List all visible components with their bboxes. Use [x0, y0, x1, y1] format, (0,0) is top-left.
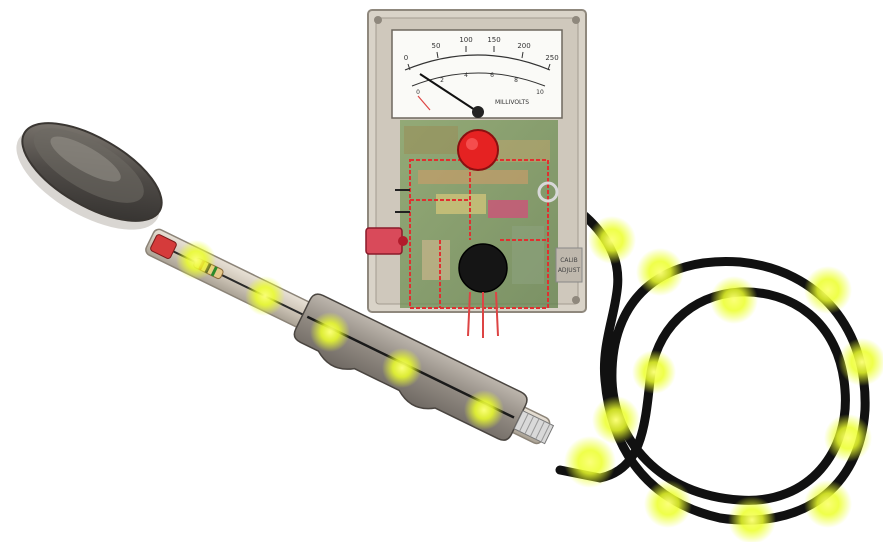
probe-connector [514, 411, 553, 444]
side-label: CALIB [560, 257, 578, 264]
scale-top-label: 200 [517, 42, 530, 50]
signal-glow [710, 276, 758, 324]
scale-bottom-label: 2 [440, 77, 444, 84]
signal-glow [804, 266, 852, 314]
signal-glow [728, 496, 776, 542]
signal-glow [310, 312, 350, 352]
scale-unit-label: MILLIVOLTS [495, 99, 529, 106]
scale-bottom-label: 8 [514, 77, 518, 84]
input-connector [366, 228, 408, 254]
signal-glow [636, 248, 684, 296]
signal-glow [464, 390, 504, 430]
side-label: ADJUST [558, 267, 581, 274]
signal-glow [176, 240, 216, 280]
signal-glow [824, 414, 872, 462]
scale-bottom-label: 0 [416, 89, 420, 96]
scale-top-label: 50 [432, 42, 441, 50]
meter-face: 0 50 100 150 200 250 0 2 4 6 8 10 MILLIV… [392, 30, 562, 118]
signal-glow [564, 436, 616, 488]
scale-top-label: 150 [487, 36, 500, 44]
signal-glow [804, 480, 852, 528]
signal-glow [644, 480, 692, 528]
scale-bottom-label: 6 [490, 72, 494, 79]
scale-top-label: 0 [404, 54, 408, 62]
scale-top-label: 100 [459, 36, 472, 44]
signal-glow [382, 348, 422, 388]
signal-glow [588, 216, 636, 264]
scale-bottom-label: 10 [536, 89, 544, 96]
adjust-knob-icon[interactable] [458, 130, 498, 170]
pickup-coil-icon [1, 103, 179, 251]
analog-meter-icon: 0 50 100 150 200 250 0 2 4 6 8 10 MILLIV… [366, 10, 586, 338]
signal-glow [632, 350, 676, 394]
signal-glow [245, 276, 285, 316]
scale-top-label: 250 [545, 54, 558, 62]
signal-glow [592, 396, 640, 444]
scale-bottom-label: 4 [464, 72, 468, 79]
